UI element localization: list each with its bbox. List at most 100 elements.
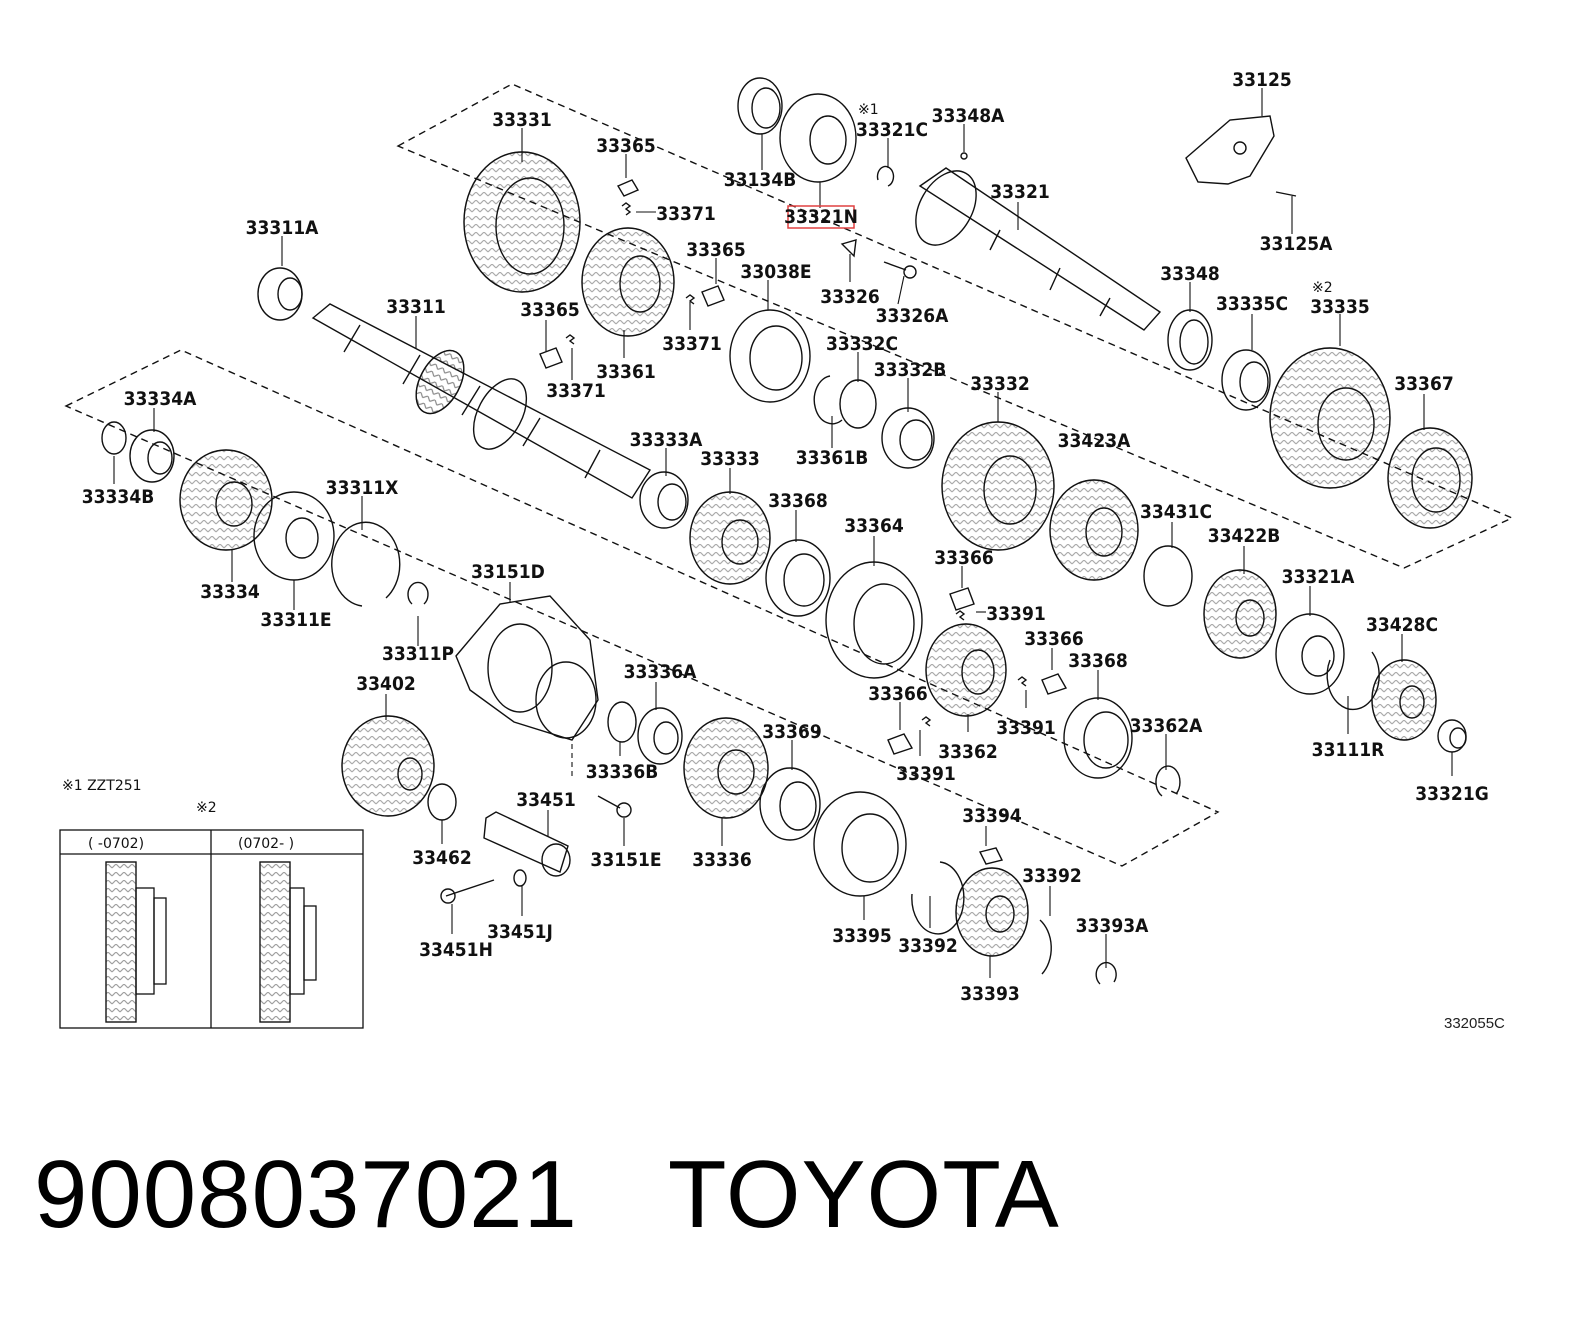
- bearing-33334A: [129, 429, 175, 483]
- brand-name: TOYOTA: [667, 1141, 1060, 1248]
- part-label-33365-b: 33365: [686, 239, 745, 261]
- part-label-33422B: 33422B: [1208, 525, 1281, 547]
- part-number: 9008037021: [34, 1141, 578, 1248]
- part-label-33335: 33335: [1310, 296, 1369, 318]
- part-label-33428C: 33428C: [1366, 614, 1438, 636]
- key-33366-b: [1041, 673, 1068, 695]
- part-label-33111R: 33111R: [1312, 739, 1385, 761]
- bearing-33336A: [637, 707, 683, 765]
- part-label-33365-a: 33365: [596, 135, 655, 157]
- bracket-33125: [1185, 115, 1297, 197]
- part-label-33321A: 33321A: [1282, 566, 1355, 588]
- part-label-33367: 33367: [1394, 373, 1453, 395]
- ring-33134B: [737, 77, 783, 135]
- key-33365-a: [616, 179, 640, 197]
- part-label-33371-c: 33371: [546, 380, 605, 402]
- pin-33348A: [960, 152, 968, 160]
- part-label-33392-a: 33392: [1022, 865, 1081, 887]
- part-label-33362: 33362: [938, 741, 997, 763]
- gear-33422B: [1203, 569, 1277, 659]
- ring-33348: [1167, 309, 1213, 371]
- part-label-33348A: 33348A: [932, 105, 1005, 127]
- gear-33393: [955, 867, 1029, 957]
- part-label-33151E: 33151E: [590, 849, 661, 871]
- part-label-33362A: 33362A: [1130, 715, 1203, 737]
- bolt-33326A: [883, 261, 917, 279]
- gear-33332: [941, 421, 1055, 551]
- part-label-33311X: 33311X: [326, 477, 399, 499]
- part-label-33391-b: 33391: [996, 717, 1055, 739]
- part-label-33371-a: 33371: [656, 203, 715, 225]
- input-shaft-33311: [311, 303, 652, 499]
- ring-33332C: [839, 379, 877, 429]
- part-label-33336: 33336: [692, 849, 751, 871]
- ring-33336B: [607, 701, 637, 743]
- spring-33391-a: [955, 610, 966, 621]
- clip-33393A: [1095, 961, 1117, 985]
- part-label-33333: 33333: [700, 448, 759, 470]
- ring-33334B: [101, 421, 127, 455]
- gear-33423A: [1049, 479, 1139, 581]
- part-label-33326A: 33326A: [876, 305, 949, 327]
- part-label-33334B: 33334B: [82, 486, 155, 508]
- part-label-33326: 33326: [820, 286, 879, 308]
- part-label-33332: 33332: [970, 373, 1029, 395]
- legend-zzt251: ※1 ZZT251: [62, 778, 142, 794]
- part-label-33451J: 33451J: [487, 921, 553, 943]
- part-label-33361: 33361: [596, 361, 655, 383]
- snap-ring-33111R: [1326, 651, 1380, 711]
- part-label-33321C: 33321C: [856, 119, 928, 141]
- bearing-33332B: [881, 407, 935, 469]
- part-label-33335C: 33335C: [1216, 293, 1288, 315]
- bolt-33451H: [440, 879, 495, 904]
- key-33366: [949, 587, 975, 611]
- part-label-33423A: 33423A: [1058, 430, 1131, 452]
- collar-33431C: [1143, 545, 1193, 607]
- washer-33451J: [513, 869, 527, 887]
- part-label-33151D: 33151D: [471, 561, 545, 583]
- part-label-33366-c: 33366: [868, 683, 927, 705]
- plunger-33365-b: [685, 285, 725, 307]
- gear-33334: [179, 449, 273, 551]
- key-33394: [978, 847, 1004, 865]
- synchro-ring-33368: [765, 539, 831, 617]
- part-label-33394: 33394: [962, 805, 1022, 827]
- gear-33335: [1269, 347, 1391, 489]
- gear-33367: [1387, 427, 1473, 529]
- part-label-33391-c: 33391: [896, 763, 955, 785]
- snap-ring-33361B: [813, 375, 843, 425]
- part-label-33371-b: 33371: [662, 333, 721, 355]
- table-col1-header: ( -0702): [88, 836, 144, 852]
- part-label-33402: 33402: [356, 673, 415, 695]
- bearing-33311E: [253, 491, 335, 581]
- part-label-33395: 33395: [832, 925, 891, 947]
- part-label-33332C: 33332C: [826, 333, 898, 355]
- shaft-33451: [483, 811, 571, 877]
- hub-33362: [925, 623, 1007, 717]
- key-33365-c: [539, 334, 576, 369]
- snap-ring-33311X: [331, 521, 401, 607]
- part-label-33336B: 33336B: [586, 761, 659, 783]
- part-label-33125A: 33125A: [1260, 233, 1333, 255]
- gear-33336: [683, 717, 769, 819]
- part-label-33333A: 33333A: [630, 429, 703, 451]
- part-label-33368-a: 33368: [768, 490, 827, 512]
- gear-33361: [581, 227, 675, 337]
- part-label-33311: 33311: [386, 296, 445, 318]
- part-label-33451H: 33451H: [419, 939, 493, 961]
- part-label-33366-a: 33366: [934, 547, 993, 569]
- part-label-33311A: 33311A: [246, 217, 319, 239]
- bearing-33321N: [779, 93, 857, 183]
- part-label-33393: 33393: [960, 983, 1019, 1005]
- part-label-33391-a: 33391: [986, 603, 1045, 625]
- part-label-33366-b: 33366: [1024, 628, 1083, 650]
- part-label-33451: 33451: [516, 789, 575, 811]
- part-label-33321N: 33321N: [784, 206, 858, 228]
- bearing-33335C: [1221, 349, 1271, 411]
- bearing-33311A: [257, 267, 303, 321]
- plate-33151D: [455, 595, 599, 741]
- part-label-33334: 33334: [200, 581, 260, 603]
- part-label-33038E: 33038E: [740, 261, 811, 283]
- bearing-33333A: [639, 471, 689, 529]
